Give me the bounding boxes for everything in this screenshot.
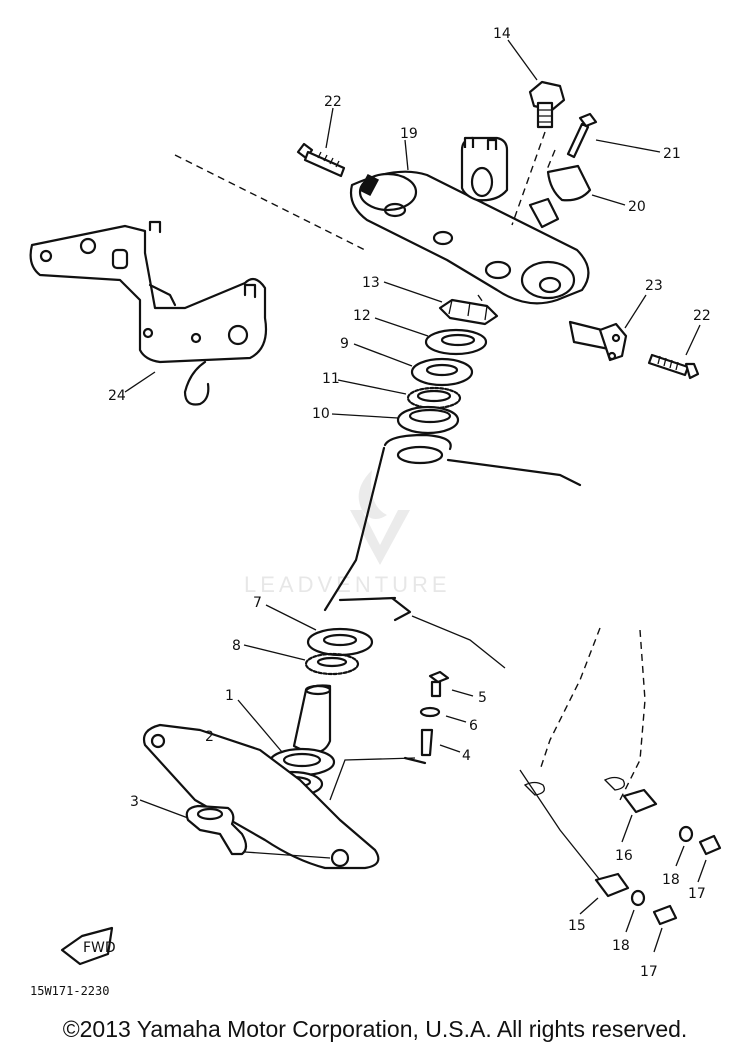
callout-19: 19 (400, 126, 418, 142)
front-fork-outline (519, 627, 646, 881)
part-13-nut (383, 281, 499, 326)
callout-5: 5 (478, 690, 487, 706)
part-6-washer (419, 706, 467, 723)
fwd-label: FWD (83, 940, 116, 956)
part-9-race (353, 343, 474, 387)
callout-18-upper: 18 (662, 872, 680, 888)
callout-labels: 14 22 19 21 20 13 23 22 12 9 11 10 24 7 … (108, 26, 711, 980)
part-18-washer-lower (625, 889, 646, 933)
part-19-upper-bracket (349, 136, 590, 305)
callout-21: 21 (663, 146, 681, 162)
part-15-clamp (579, 872, 630, 915)
callout-17-lower: 17 (640, 964, 658, 980)
watermark-logo: LEADVENTURE (244, 470, 447, 597)
part-3-cable-guide (139, 799, 331, 859)
callout-23: 23 (645, 278, 663, 294)
parts-diagram: LEADVENTURE (29, 26, 722, 998)
part-21-bolt (566, 112, 661, 159)
callout-20: 20 (628, 199, 646, 215)
callout-12: 12 (353, 308, 371, 324)
callout-8: 8 (232, 638, 241, 654)
part-17-bolt-lower (652, 904, 678, 953)
callout-2: 2 (205, 729, 214, 745)
part-7-race (265, 604, 374, 657)
callout-7: 7 (253, 595, 262, 611)
part-lower-bracket (142, 723, 416, 870)
part-16-clamp (621, 788, 658, 843)
callout-16: 16 (615, 848, 633, 864)
callout-3: 3 (130, 794, 139, 810)
part-22-bolt-upper (296, 107, 346, 178)
part-steering-stem (292, 684, 332, 754)
part-18-washer-upper (675, 825, 694, 867)
callout-17-upper: 17 (688, 886, 706, 902)
callout-6: 6 (469, 718, 478, 734)
part-10-race (331, 405, 460, 435)
callout-18-lower: 18 (612, 938, 630, 954)
part-5-bolt (428, 670, 474, 698)
copyright-notice: ©2013 Yamaha Motor Corporation, U.S.A. A… (62, 1016, 688, 1042)
part-23-clamp (568, 294, 647, 362)
callout-10: 10 (312, 406, 330, 422)
part-17-bolt-upper (697, 834, 722, 883)
drawing-code: 15W171-2230 (30, 984, 109, 998)
callout-14: 14 (493, 26, 511, 42)
callout-4: 4 (462, 748, 471, 764)
callout-9: 9 (340, 336, 349, 352)
part-4-stopper (403, 728, 461, 765)
callout-22-right: 22 (693, 308, 711, 324)
callout-11: 11 (322, 371, 340, 387)
callout-15: 15 (568, 918, 586, 934)
callout-24: 24 (108, 388, 126, 404)
callout-13: 13 (362, 275, 380, 291)
part-8-bearing (243, 644, 360, 676)
part-12-washer (374, 317, 488, 356)
fwd-arrow-icon: FWD (60, 926, 116, 966)
part-22-bolt-right (647, 324, 701, 380)
part-24-bracket (29, 154, 366, 406)
part-14-bolt (507, 39, 566, 226)
part-20-cap (528, 149, 626, 229)
callout-1: 1 (225, 688, 234, 704)
callout-22-top: 22 (324, 94, 342, 110)
frame-head-pipe (323, 433, 582, 669)
